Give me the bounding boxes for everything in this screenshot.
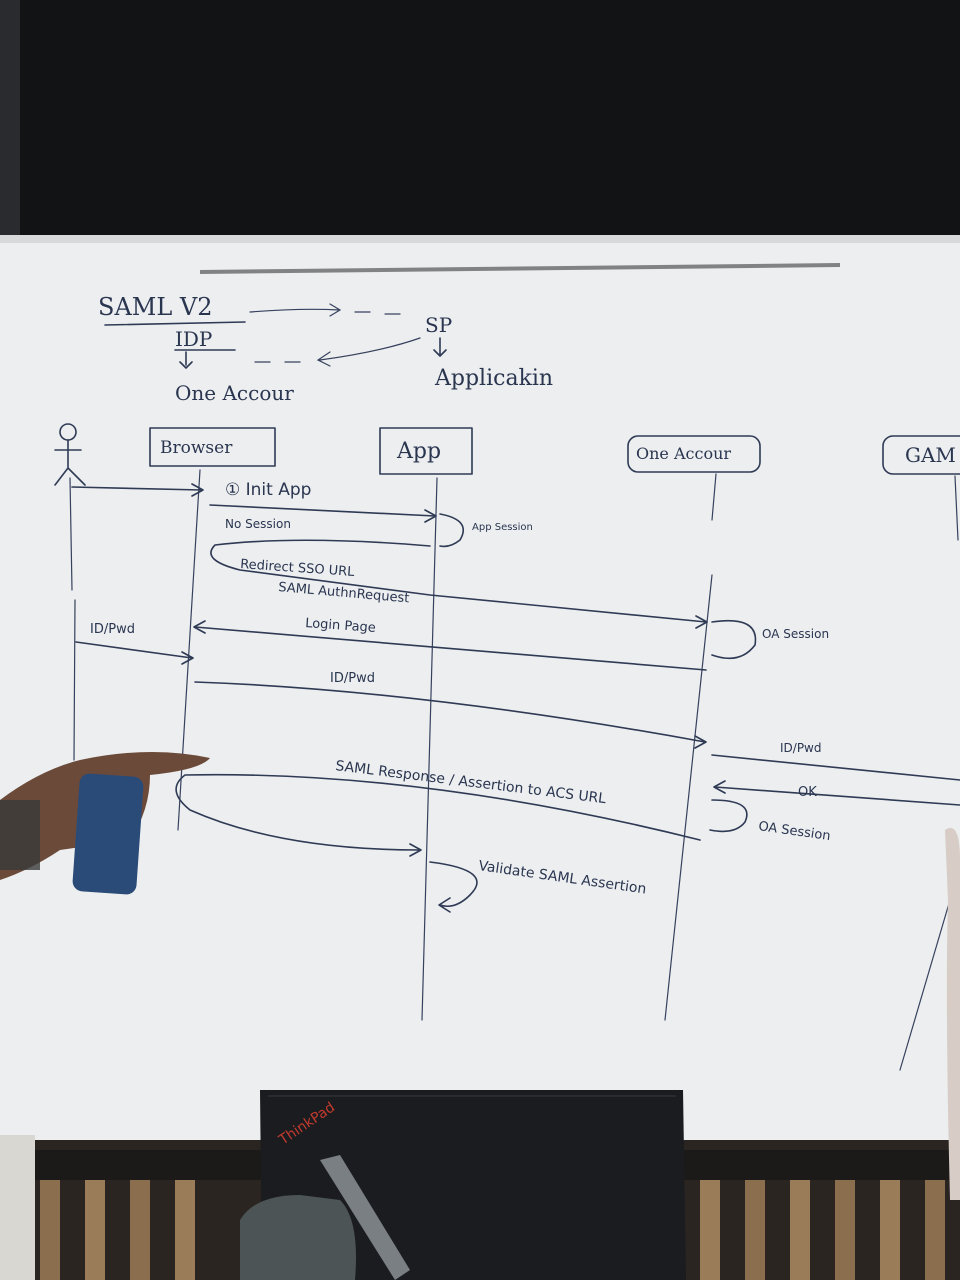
msg-app-session: App Session — [472, 522, 533, 533]
sp-value: Applicakin — [434, 366, 553, 391]
app-box — [379, 427, 473, 475]
wall-frame — [0, 0, 20, 240]
app-label: App — [396, 439, 441, 464]
laptop: ThinkPad — [240, 1090, 686, 1280]
msg-browser-id-pwd: ID/Pwd — [330, 671, 375, 686]
msg-gam-id-pwd: ID/Pwd — [780, 741, 822, 755]
title-underline — [104, 321, 246, 326]
msg-no-session: No Session — [225, 517, 291, 531]
tablet-edge — [320, 1155, 410, 1280]
app-session-loop — [439, 513, 465, 548]
oa-session-loop-1 — [711, 619, 757, 660]
eraser-icon — [72, 773, 144, 895]
gam-box — [882, 435, 960, 475]
msg-login-page: Login Page — [305, 616, 377, 636]
oa-session-loop-2 — [709, 799, 748, 833]
msg-ok: OK — [798, 785, 817, 800]
actor-to-browser-arrow — [71, 483, 204, 497]
sp-label: SP — [425, 313, 452, 337]
actor-lifeline — [69, 477, 76, 761]
one-account-box — [627, 435, 761, 473]
idp-value: One Accour — [175, 381, 294, 405]
gam-ok-arrow — [713, 780, 960, 806]
validate-loop — [429, 861, 478, 913]
sp-arrow-down — [433, 337, 447, 357]
dark-wall — [0, 0, 960, 240]
msg-actor-id-pwd: ID/Pwd — [90, 622, 135, 637]
init-app-arrow — [209, 504, 437, 523]
person-edge — [945, 828, 960, 1200]
browser-to-oa-idpwd-arrow — [194, 681, 707, 749]
saml-response-arrow — [175, 773, 701, 857]
one-account-label: One Accour — [636, 444, 731, 463]
round-device — [240, 1195, 356, 1280]
user-actor-icon — [54, 423, 86, 486]
whiteboard — [0, 235, 960, 1140]
login-page-arrow — [193, 620, 707, 671]
idp-arrow-down — [179, 351, 193, 369]
msg-oa-session-1: OA Session — [762, 627, 829, 641]
hand-with-eraser — [0, 751, 210, 895]
msg-init-app: ① Init App — [225, 480, 311, 500]
dashed-arrow-right — [249, 303, 401, 317]
idp-label: IDP — [175, 327, 212, 351]
app-lifeline — [421, 477, 438, 1021]
one-account-lifeline — [664, 473, 717, 1021]
redirect-sso-arrow — [210, 539, 708, 629]
browser-label: Browser — [160, 438, 233, 458]
dashed-arrow-left — [254, 337, 421, 367]
whiteboard-top-edge — [0, 235, 960, 243]
board-smudge — [199, 263, 841, 274]
gam-lifeline — [899, 475, 959, 1071]
oa-to-gam-arrow — [711, 754, 960, 781]
gam-label: GAM — [905, 443, 956, 467]
actor-idpwd-arrow — [75, 641, 194, 665]
saml-title: SAML V2 — [98, 293, 213, 321]
paper-stand — [0, 1135, 35, 1280]
browser-box — [149, 427, 276, 467]
